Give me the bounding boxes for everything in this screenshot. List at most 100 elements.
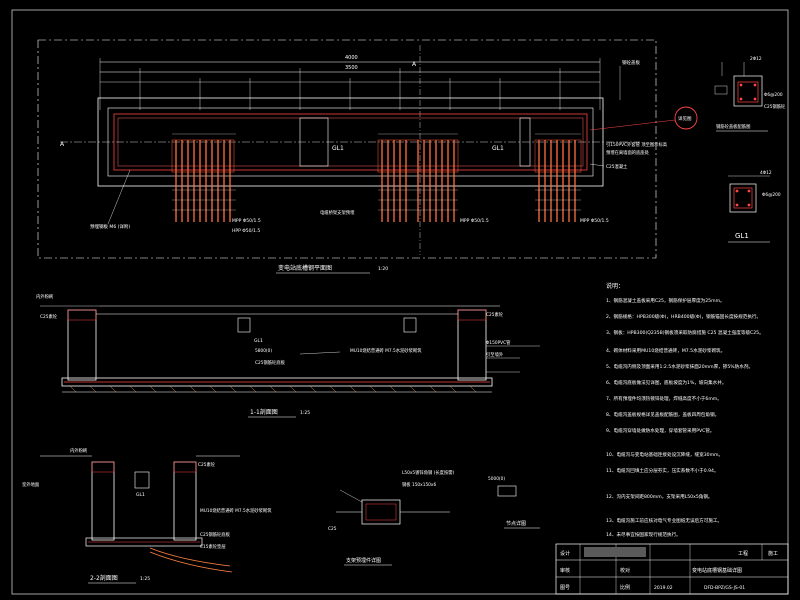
note-5: 5、电缆沟内侧及顶面采用1:2.5水泥砂浆抹面20mm厚，掺5%防水剂。 xyxy=(606,363,753,370)
plan-dim-top: 4000 xyxy=(345,55,358,61)
tb-num: DFD-BPZ/GS-JS-01 xyxy=(704,585,745,591)
conduit-bundle-2 xyxy=(377,139,459,222)
node-detail: 5000(0) 节点详图 xyxy=(488,476,540,529)
notes-block: 说明： 1、钢筋混凝土盖板采用C25，钢筋保护层厚度为25mm。 2、钢筋规格：… xyxy=(606,282,764,538)
gl1-beam-left xyxy=(299,117,329,167)
s11-note-right1: Φ150PVC管 xyxy=(486,339,511,346)
gl-detail-top: 2Φ12 Φ6@200 C25钢筋砼 钢筋砼盖板配筋图 xyxy=(714,56,786,132)
s11-scale: 1:25 xyxy=(300,410,310,416)
note-8: 8、电缆沟盖板规格详见盖板配筋图，盖板四周包角钢。 xyxy=(606,411,719,418)
plan-note-topright: 钢砼盖板 xyxy=(622,59,640,66)
bubble-leader xyxy=(589,119,676,131)
section11-left-wall xyxy=(67,309,97,381)
gl-label-c: C25钢筋砼 xyxy=(764,103,786,110)
conduit-bundle-1 xyxy=(171,139,236,222)
s11-note-c25b: C25钢筋砼底板 xyxy=(255,359,286,366)
plan-bubble-label: 详见图 xyxy=(678,115,692,122)
s22-left-label: 室外地面 xyxy=(22,481,40,488)
note-2: 2、钢筋规格：HPB300级(Φ)，HRB400级(Φ)，钢筋锚固长度按规范执行… xyxy=(606,313,761,320)
gl1-label-d: 4Φ12 xyxy=(760,170,772,176)
s11-gl1: GL1 xyxy=(254,338,263,344)
redacted-block xyxy=(584,547,646,557)
gl1-title: GL1 xyxy=(735,232,749,240)
plan-title: 变电站底槽钢平面图 xyxy=(278,264,332,272)
note-14: 14、未尽事宜按国家现行规范执行。 xyxy=(606,531,681,538)
detail-note1: L50x5镀锌角钢 (长度按需) xyxy=(402,469,455,476)
s11-note-dim: 5800(0) xyxy=(255,348,272,354)
tb-r3-0: 图号 xyxy=(560,585,570,591)
tb-r3-1: 比例 xyxy=(620,584,630,591)
plan-gl-right: GL1 xyxy=(492,145,504,152)
s22-left-wall xyxy=(91,461,115,541)
s22-top-label: 内外粉刷 xyxy=(70,447,87,454)
gl1-beam-right xyxy=(519,117,531,167)
detail2-dim: 5000(0) xyxy=(488,476,505,482)
s11-note-m: MU10烧结普通砖 M7.5水泥砂浆砌筑 xyxy=(350,347,422,354)
detail-title: 支架预埋件详图 xyxy=(346,557,381,564)
tb-project: 变电站底槽钢基础详图 xyxy=(692,567,742,574)
plan-note-pvc2: 预埋在离墙面的底座处 xyxy=(606,149,650,156)
plan-outer-boundary xyxy=(37,39,657,259)
conduit-bundle-3 xyxy=(534,139,582,222)
s22-c25: C25素砼 xyxy=(198,461,216,468)
plan-dim-inner: 3500 xyxy=(345,65,358,71)
plan-note-hpp1: MPP Φ50/1.5 xyxy=(232,218,261,224)
note-4: 4、砌体材料采用MU10烧结普通砖，M7.5水泥砂浆砌筑。 xyxy=(606,347,725,354)
s22-right-wall xyxy=(173,461,197,541)
s11-c25-left: C25素砼 xyxy=(40,313,58,320)
tb-r2-0: 审核 xyxy=(560,567,570,574)
tb-r1-2: 施工 xyxy=(768,550,778,557)
gl-label-b: Φ6@200 xyxy=(764,92,783,98)
s11-title: 1-1剖面图 xyxy=(250,408,278,416)
plan-note-c25: C25混凝土 xyxy=(606,163,628,170)
support-detail: L50x5镀锌角钢 (长度按需) 钢板 150x150x6 C25 支架预埋件详… xyxy=(328,469,455,566)
plan-note-left: 预埋钢板 M6 (详附) xyxy=(90,223,130,230)
s22-title: 2-2剖面图 xyxy=(90,574,118,582)
gl1-label-b2: Φ6@200 xyxy=(762,192,781,198)
section-2-2: 内外粉刷 室外地面 C25素砼 GL1 MU10烧结普通砖 M7.5水泥砂浆砌筑… xyxy=(22,447,272,584)
note-11: 11、电缆沟回填土应分层夯实，压实系数不小于0.94。 xyxy=(606,467,719,474)
tb-r2-1: 校对 xyxy=(620,567,630,574)
cover-slab-detail xyxy=(733,75,763,107)
drawing-border xyxy=(11,9,789,595)
tb-r1-0: 设计 xyxy=(560,550,570,557)
notes-header: 说明： xyxy=(606,282,624,290)
plan-note-hpp2: HPP Φ50/1.5 xyxy=(232,228,260,234)
title-block: 设计 工程 施工 变电站底槽钢基础详图 审核 校对 图号 比例 2019.02 … xyxy=(555,543,789,595)
gl1-section-detail: 4Φ12 Φ6@200 GL1 xyxy=(728,170,781,243)
plan-note-cable: 电缆桥架支架预埋 xyxy=(320,209,355,216)
tb-r1-1: 工程 xyxy=(738,550,748,557)
section-1-1: 内外粉刷 C25素砼 C25素砼 GL1 MU10烧结普通砖 M7.5水泥砂浆砌… xyxy=(36,293,540,418)
plan-gl-left: GL1 xyxy=(332,145,344,152)
plan-note-pvc: 引150PVC外套管 顶至图示标高 xyxy=(606,141,668,148)
gl-label-a: 2Φ12 xyxy=(750,56,762,62)
detail-note2: 钢板 150x150x6 xyxy=(402,481,436,488)
note-1: 1、钢筋混凝土盖板采用C25，钢筋保护层厚度为25mm。 xyxy=(606,297,725,304)
tb-date: 2019.02 xyxy=(654,585,673,591)
s22-gl: GL1 xyxy=(136,492,145,498)
note-12: 12、沟内支架间距800mm，支架采用L50x5角钢。 xyxy=(606,493,713,500)
note-10: 10、电缆沟与变电站基础连接处设沉降缝，缝宽30mm。 xyxy=(606,451,723,458)
s11-c25-top: C25素砼 xyxy=(486,311,504,318)
gl-top-title: 钢筋砼盖板配筋图 xyxy=(716,123,750,130)
plan-view: 4000 3500 A A GL1 GL1 xyxy=(37,39,698,274)
section11-base-slab xyxy=(61,377,493,387)
detail-note3: C25 xyxy=(328,526,337,532)
note-6: 6、电缆沟底板做法见详图，底板坡度为1%，坡向集水井。 xyxy=(606,379,726,386)
plan-ref-mark: A xyxy=(412,61,417,68)
s22-note3: C15素砼垫层 xyxy=(200,543,226,550)
plan-note-hpp4: MPP Φ50/1.5 xyxy=(580,218,609,224)
s11-note-right2: 引至墙外 xyxy=(486,351,504,358)
plan-note-hpp3: MPP Φ50/1.5 xyxy=(460,218,489,224)
detail2-title: 节点详图 xyxy=(506,520,526,527)
s22-note1: MU10烧结普通砖 M7.5水泥砂浆砌筑 xyxy=(200,507,272,514)
plan-scale: 1:20 xyxy=(378,266,388,272)
section11-right-wall xyxy=(457,309,487,381)
detail-bubble xyxy=(674,106,698,130)
s22-note2: C25钢筋砼底板 xyxy=(200,531,231,538)
note-13: 13、电缆沟施工前应核对电气专业图纸无误后方可施工。 xyxy=(606,517,722,524)
s11-top-label: 内外粉刷 xyxy=(36,293,53,300)
s22-scale: 1:25 xyxy=(140,576,150,582)
note-9: 9、电缆沟穿墙处做防水处理，穿墙套管采用PVC管。 xyxy=(606,427,715,434)
